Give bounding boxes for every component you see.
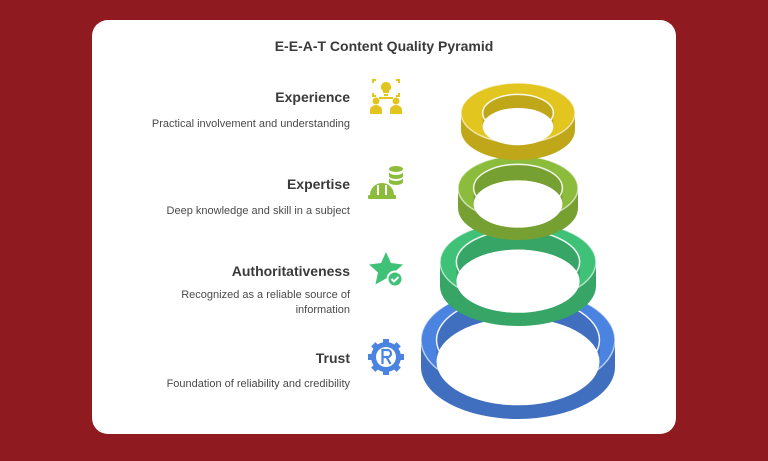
ring-authoritativeness [439, 221, 597, 326]
star-check-icon [369, 252, 404, 288]
layer-trust-description: Foundation of reliability and credibilit… [166, 378, 350, 390]
layer-experience-label: Experience [275, 89, 350, 105]
layer-expertise-label: Expertise [286, 176, 350, 192]
diagram-title: E-E-A-T Content Quality Pyramid [274, 38, 494, 54]
layer-authoritativeness-description: Recognized as a reliable source of infor… [181, 289, 350, 316]
ring-expertise [457, 155, 579, 240]
people-idea-icon [370, 79, 402, 114]
layer-authoritativeness-label: Authoritativeness [231, 263, 350, 279]
layer-trust-label: Trust [315, 350, 350, 366]
hardhat-database-icon [368, 166, 403, 199]
registered-gear-icon [368, 339, 404, 375]
layer-experience-description: Practical involvement and understanding [151, 118, 350, 130]
layer-expertise-description: Deep knowledge and skill in a subject [166, 205, 350, 217]
ring-experience [460, 82, 576, 160]
